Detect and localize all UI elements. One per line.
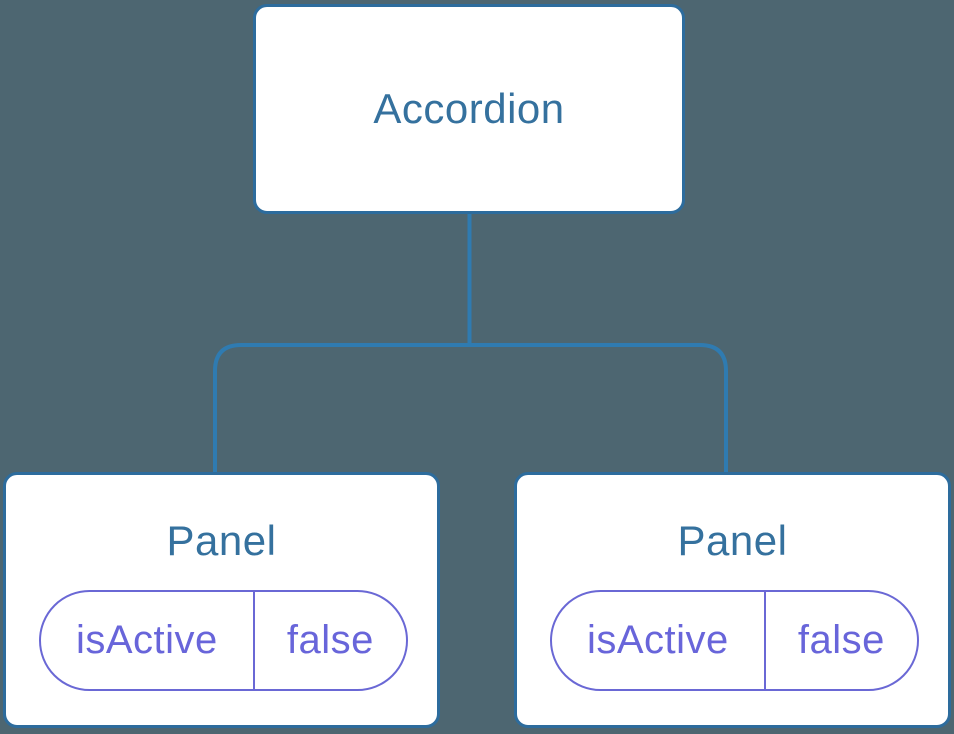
node-panel-right: Panel isActive false xyxy=(514,472,951,728)
node-panel-left: Panel isActive false xyxy=(3,472,440,728)
state-value-label: false xyxy=(286,618,374,662)
state-key-label: isActive xyxy=(41,592,255,689)
state-key-label: isActive xyxy=(552,592,766,689)
state-value-label: false xyxy=(797,618,885,662)
connector-branch xyxy=(213,343,728,476)
node-accordion: Accordion xyxy=(253,4,685,214)
state-pill: isActive false xyxy=(550,590,919,691)
state-pill: isActive false xyxy=(39,590,408,691)
node-accordion-label: Accordion xyxy=(373,85,565,132)
node-panel-left-label: Panel xyxy=(166,517,277,564)
node-panel-right-label: Panel xyxy=(677,517,788,564)
